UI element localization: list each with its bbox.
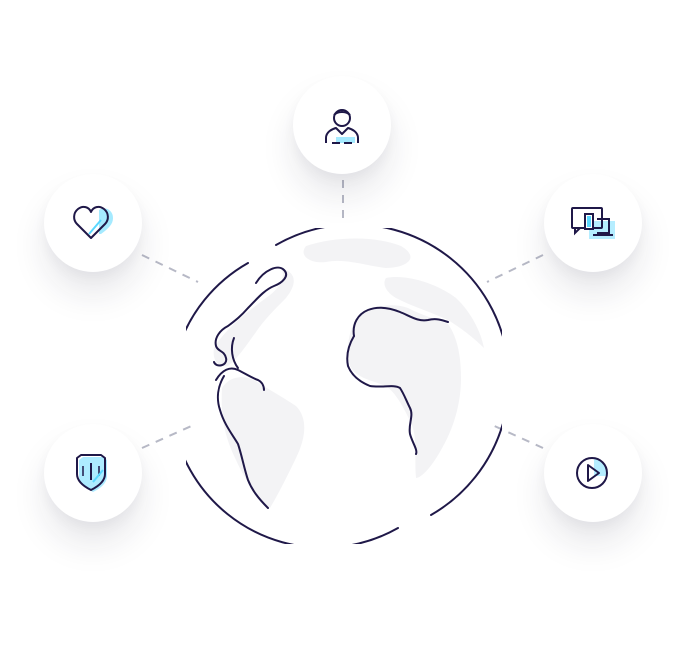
devices-feature-badge[interactable]	[544, 174, 642, 272]
play-icon	[576, 457, 608, 489]
play-feature-badge[interactable]	[544, 424, 642, 522]
connector-shield	[141, 423, 197, 449]
connector-devices	[486, 254, 544, 283]
user-icon	[325, 109, 359, 144]
heart-feature-badge[interactable]	[44, 174, 142, 272]
connector-heart	[141, 254, 199, 283]
heart-icon	[73, 205, 113, 239]
shield-feature-badge[interactable]	[44, 424, 142, 522]
user-feature-badge[interactable]	[293, 76, 391, 174]
connector-play	[489, 423, 544, 449]
globe-icon	[186, 228, 502, 544]
devices-icon	[571, 207, 615, 239]
shield-icon	[76, 454, 107, 492]
